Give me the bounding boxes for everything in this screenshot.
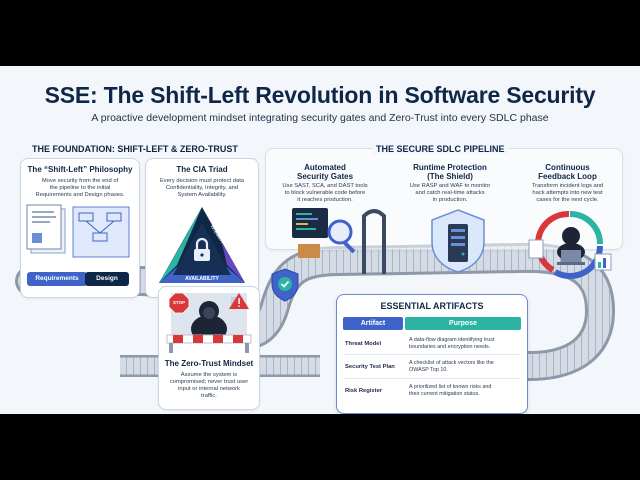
stage-runtime-title-1: Runtime Protection bbox=[413, 163, 487, 172]
shift-left-card: The “Shift-Left” Philosophy Move securit… bbox=[20, 158, 140, 298]
cia-triangle bbox=[159, 207, 245, 283]
stage-feedback-desc-3: cases for the next cycle. bbox=[536, 197, 599, 203]
row-risk-register-purpose-2: their current mitigation status. bbox=[409, 391, 480, 397]
stop-sign-text: STOP bbox=[172, 300, 186, 305]
cia-desc-3: System Availability. bbox=[177, 192, 227, 198]
warning-icon bbox=[229, 293, 249, 309]
zero-trust-desc-2: compromised; never trust user bbox=[169, 379, 249, 385]
row-threat-model-name: Threat Model bbox=[345, 341, 382, 347]
zero-trust-desc-4: traffic. bbox=[201, 393, 217, 399]
shift-left-desc-1: Move security from the end of bbox=[41, 178, 119, 184]
foundation-heading: THE FOUNDATION: SHIFT-LEFT & ZERO-TRUST bbox=[32, 144, 238, 154]
bar-chart-icon bbox=[594, 253, 612, 271]
shift-left-desc-2: the pipeline to the initial bbox=[49, 185, 111, 191]
artifacts-table: ESSENTIAL ARTIFACTS Artifact Purpose Thr… bbox=[336, 294, 528, 414]
stage-runtime-title-2: (The Shield) bbox=[427, 172, 473, 181]
padlock-icon bbox=[194, 237, 210, 261]
stage-runtime-desc-1: Use RASP and WAF to monitor bbox=[409, 183, 491, 189]
shift-left-desc-3: Requirements and Design phases. bbox=[35, 192, 125, 198]
stage-feedback-desc-2: hack attempts into new test bbox=[532, 190, 603, 196]
row-test-plan-purpose-1: A checklist of attack vectors like the bbox=[409, 360, 494, 366]
hacker-barrier-icon bbox=[166, 292, 252, 353]
shield-check-icon bbox=[271, 268, 299, 302]
zero-trust-title: The Zero-Trust Mindset bbox=[164, 359, 254, 368]
stage-gates-title-2: Security Gates bbox=[296, 172, 354, 181]
phase-design: Design bbox=[85, 272, 129, 286]
stop-sign-icon bbox=[168, 292, 190, 314]
stage-runtime-desc-3: in production. bbox=[432, 197, 468, 203]
row-risk-register-name: Risk Register bbox=[345, 388, 383, 394]
row-threat-model-purpose-2: boundaries and encryption needs. bbox=[409, 344, 491, 350]
server-icon bbox=[448, 224, 468, 262]
artifacts-title: ESSENTIAL ARTIFACTS bbox=[380, 301, 484, 311]
row-test-plan-name: Security Test Plan bbox=[345, 364, 395, 370]
magnifier-icon bbox=[327, 219, 356, 254]
stage-feedback-title-1: Continuous bbox=[545, 163, 590, 172]
stage-gates-desc-3: it reaches production. bbox=[297, 197, 353, 203]
page-title: SSE: The Shift-Left Revolution in Softwa… bbox=[44, 82, 596, 108]
page-subtitle: A proactive development mindset integrat… bbox=[91, 112, 549, 124]
cia-desc-2: Confidentiality, Integrity, and bbox=[165, 185, 239, 191]
server-shield-icon bbox=[431, 209, 485, 273]
infographic-canvas: SSE: The Shift-Left Revolution in Softwa… bbox=[0, 66, 640, 414]
laptop-icon bbox=[557, 250, 585, 265]
cia-desc-1: Every decision must protect data bbox=[159, 178, 245, 184]
stage-runtime-desc-2: and catch real-time attacks bbox=[415, 190, 485, 196]
row-divider bbox=[343, 378, 521, 379]
col-purpose: Purpose bbox=[405, 317, 521, 330]
code-scan-icon bbox=[292, 208, 356, 258]
row-test-plan-purpose-2: OWASP Top 10. bbox=[409, 367, 448, 373]
feedback-loop-icon bbox=[528, 210, 612, 279]
stage-gates-desc-2: to block vulnerable code before bbox=[284, 190, 366, 196]
cia-label-availability: AVAILABILITY bbox=[185, 276, 219, 282]
zero-trust-desc-3: input or internal network bbox=[178, 386, 240, 392]
security-gate-arch bbox=[362, 209, 386, 274]
row-threat-model-purpose-1: A data-flow diagram identifying trust bbox=[409, 337, 495, 343]
row-divider bbox=[343, 354, 521, 355]
document-icon bbox=[528, 239, 544, 259]
phase-requirements: Requirements bbox=[27, 272, 87, 286]
stage-gates-title-1: Automated bbox=[304, 163, 346, 172]
shift-left-title: The “Shift-Left” Philosophy bbox=[27, 165, 133, 174]
cia-triad-card: The CIA Triad Every decision must protec… bbox=[145, 158, 259, 298]
stage-feedback-title-2: Feedback Loop bbox=[538, 172, 597, 181]
stage-gates-desc-1: Use SAST, SCA, and DAST tools bbox=[282, 183, 368, 189]
documents-blueprint-icon bbox=[26, 204, 130, 258]
pipeline-heading: THE SECURE SDLC PIPELINE bbox=[372, 144, 509, 154]
cia-title: The CIA Triad bbox=[176, 165, 228, 174]
barrier-gate bbox=[166, 334, 252, 353]
row-risk-register-purpose-1: A prioritized list of known risks and bbox=[409, 384, 492, 390]
zero-trust-card: STOP The Zero-Trust Mindset Assume the s… bbox=[158, 286, 260, 410]
col-artifact: Artifact bbox=[343, 317, 403, 330]
stage-feedback-desc-1: Transform incident logs and bbox=[531, 183, 604, 189]
zero-trust-desc-1: Assume the system is bbox=[180, 372, 238, 378]
